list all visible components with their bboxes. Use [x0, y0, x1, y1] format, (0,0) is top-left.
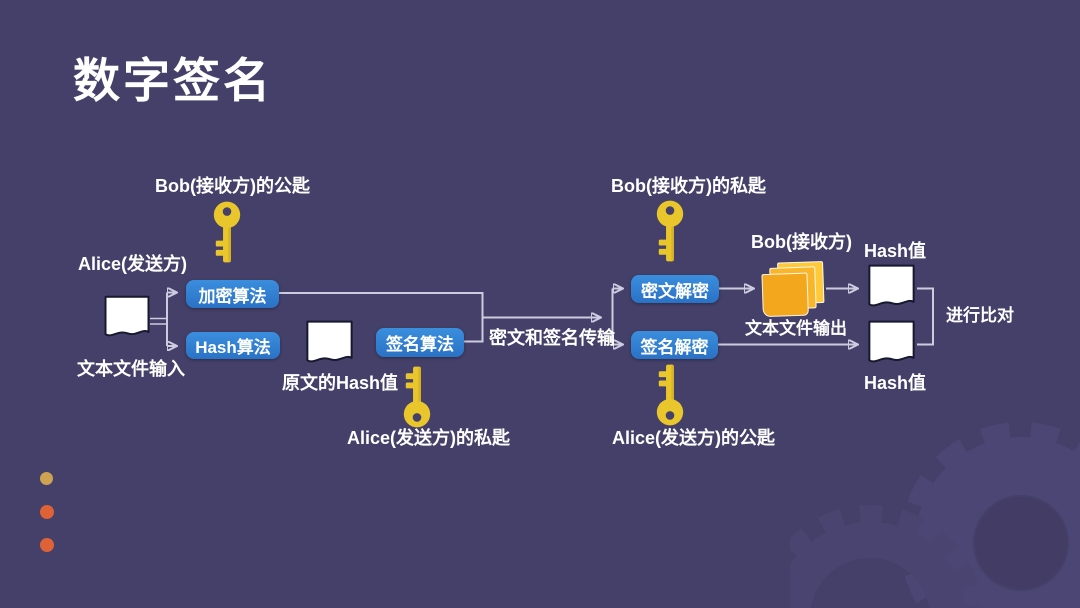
input-document-icon [104, 295, 150, 337]
bob-receiver-label: Bob(接收方) [751, 232, 852, 252]
stack-page-front [761, 272, 809, 318]
encrypt-algo-box: 加密算法 [186, 280, 279, 308]
gear-icon [790, 422, 1080, 608]
bullet-dot-3 [40, 538, 54, 552]
decrypt-box: 密文解密 [631, 275, 719, 303]
output-document-stack-icon [761, 261, 829, 319]
compare-label: 进行比对 [946, 306, 1014, 325]
bob-private-key-icon [656, 200, 684, 262]
orig-hash-document-icon [306, 320, 353, 363]
hash-bottom-document-icon [868, 320, 915, 363]
hash-top-document-icon [868, 264, 915, 307]
input-doc-label: 文本文件输入 [77, 359, 185, 379]
hash-value-bottom-label: Hash值 [864, 373, 927, 393]
alice-sender-label: Alice(发送方) [78, 254, 188, 274]
output-doc-label: 文本文件输出 [745, 319, 847, 338]
alice-private-key-icon [403, 366, 431, 428]
hash-algo-box: Hash算法 [186, 332, 280, 359]
unsign-box: 签名解密 [631, 331, 718, 359]
bullet-dot-2 [40, 505, 54, 519]
alice-public-key-icon [656, 364, 684, 426]
transmission-label: 密文和签名传输 [489, 328, 615, 348]
page-title: 数字签名 [73, 54, 273, 107]
orig-hash-label: 原文的Hash值 [282, 373, 399, 393]
sign-algo-box: 签名算法 [376, 328, 464, 357]
bob-public-key-icon [213, 201, 241, 263]
alice-public-key-label: Alice(发送方)的公匙 [612, 428, 776, 448]
bullet-dot-1 [40, 472, 53, 485]
hash-value-top-label: Hash值 [864, 241, 927, 261]
bob-private-key-label: Bob(接收方)的私匙 [611, 176, 766, 196]
bob-public-key-label: Bob(接收方)的公匙 [155, 176, 310, 196]
alice-private-key-label: Alice(发送方)的私匙 [347, 428, 511, 448]
